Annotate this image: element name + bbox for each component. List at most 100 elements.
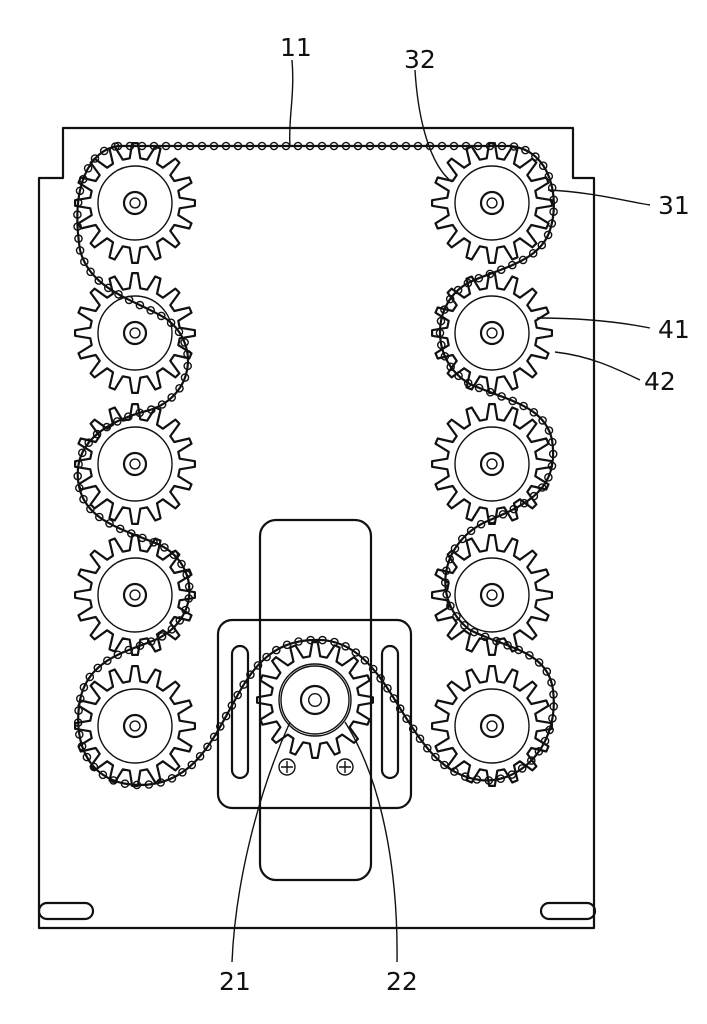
chain-roller (75, 246, 85, 255)
chain-roller (508, 396, 518, 406)
chain-roller (178, 768, 187, 777)
chain-roller (437, 141, 447, 151)
chain-roller (474, 273, 484, 283)
chain-roller (431, 752, 440, 762)
chain-roller (330, 637, 339, 647)
chain-roller (549, 702, 559, 711)
chain-roller (233, 690, 242, 700)
chain-roller (517, 764, 527, 773)
chain-roller (509, 504, 519, 514)
chain-roller (135, 641, 145, 651)
chain-roller (413, 141, 423, 151)
chain-roller (137, 141, 147, 151)
leader-22 (344, 721, 398, 963)
leader-31 (547, 189, 651, 206)
chain-roller (294, 637, 303, 646)
chain-roller (146, 637, 156, 646)
chain-roller (446, 601, 455, 611)
chain-roller (79, 494, 88, 504)
chain-roller (149, 538, 158, 547)
chain-roller (537, 240, 547, 250)
chain-roller (127, 529, 136, 538)
chain-roller (138, 533, 147, 543)
chain-roller (305, 141, 315, 151)
chain-roller (246, 670, 255, 680)
chain-roller (113, 417, 122, 426)
chain-roller (74, 459, 83, 469)
label-42: 42 (644, 367, 676, 396)
chain-roller (73, 210, 82, 219)
chain-roller (98, 770, 108, 780)
idler-sprocket-right-1 (431, 142, 553, 264)
chain-roller (528, 248, 538, 258)
chain-roller (376, 674, 385, 683)
screw-left (278, 758, 296, 776)
label-31: 31 (658, 191, 690, 220)
chain-roller (120, 779, 130, 789)
chain-roller (125, 141, 135, 151)
chain-roller (185, 141, 195, 151)
chain-roller (104, 283, 113, 293)
chain-roller (157, 400, 167, 409)
chain-roller (472, 775, 482, 784)
chain-roller (549, 690, 558, 699)
leader-11 (288, 59, 294, 147)
adjust-slot-right (380, 644, 400, 780)
chain-roller (377, 141, 387, 151)
chain-roller (245, 141, 255, 151)
chain-roller (83, 163, 93, 173)
chain-roller (160, 543, 169, 552)
idler-sprocket-right-3 (431, 403, 553, 525)
chain-roller (86, 504, 95, 514)
chain-roller (181, 605, 190, 615)
chain-roller (401, 141, 411, 151)
chain-roller (389, 141, 399, 151)
chain-roller (440, 578, 450, 587)
chain-roller (485, 269, 495, 279)
chain-roller (538, 416, 547, 425)
motor-body (258, 518, 373, 882)
chain-roller (365, 141, 375, 151)
chain-roller (547, 219, 557, 228)
chain-roller (389, 694, 399, 703)
chain-roller (89, 762, 99, 772)
chain-roller (166, 318, 176, 328)
chain-roller (341, 642, 350, 651)
chain-roller (453, 285, 463, 295)
chain-roller (86, 267, 95, 277)
chain-roller (102, 422, 112, 432)
chain-roller (317, 141, 327, 151)
chain-roller (293, 141, 303, 151)
chain-roller (487, 514, 497, 524)
chain-roller (473, 141, 483, 151)
chain-roller (124, 295, 134, 305)
chain-roller (537, 483, 547, 492)
chain-roller (527, 756, 536, 765)
idler-sprocket-right-2 (431, 272, 553, 394)
chain-roller (221, 711, 231, 721)
leader-21 (231, 721, 291, 963)
chain-roller (485, 387, 495, 397)
chain-roller (507, 260, 517, 270)
chain-roller (180, 338, 189, 347)
label-21: 21 (219, 967, 251, 996)
chain-roller (180, 373, 190, 382)
chain-roller (534, 747, 544, 756)
chain-roller (460, 621, 469, 630)
chain-roller (547, 678, 556, 687)
chain-roller (75, 730, 84, 739)
chain-roller (353, 141, 363, 151)
motor-bracket (216, 618, 413, 810)
chain-roller (92, 429, 102, 439)
chain-roller (540, 736, 550, 746)
chain-roller (182, 570, 191, 580)
chain-roller (440, 305, 449, 314)
chain-roller (93, 663, 103, 673)
chain (73, 141, 559, 790)
chain-roller (113, 650, 123, 660)
chain-roller (79, 683, 89, 692)
chain-roller (534, 658, 544, 667)
chain-roller (184, 594, 194, 603)
chain-roller (519, 498, 529, 508)
chain-roller (84, 438, 93, 448)
